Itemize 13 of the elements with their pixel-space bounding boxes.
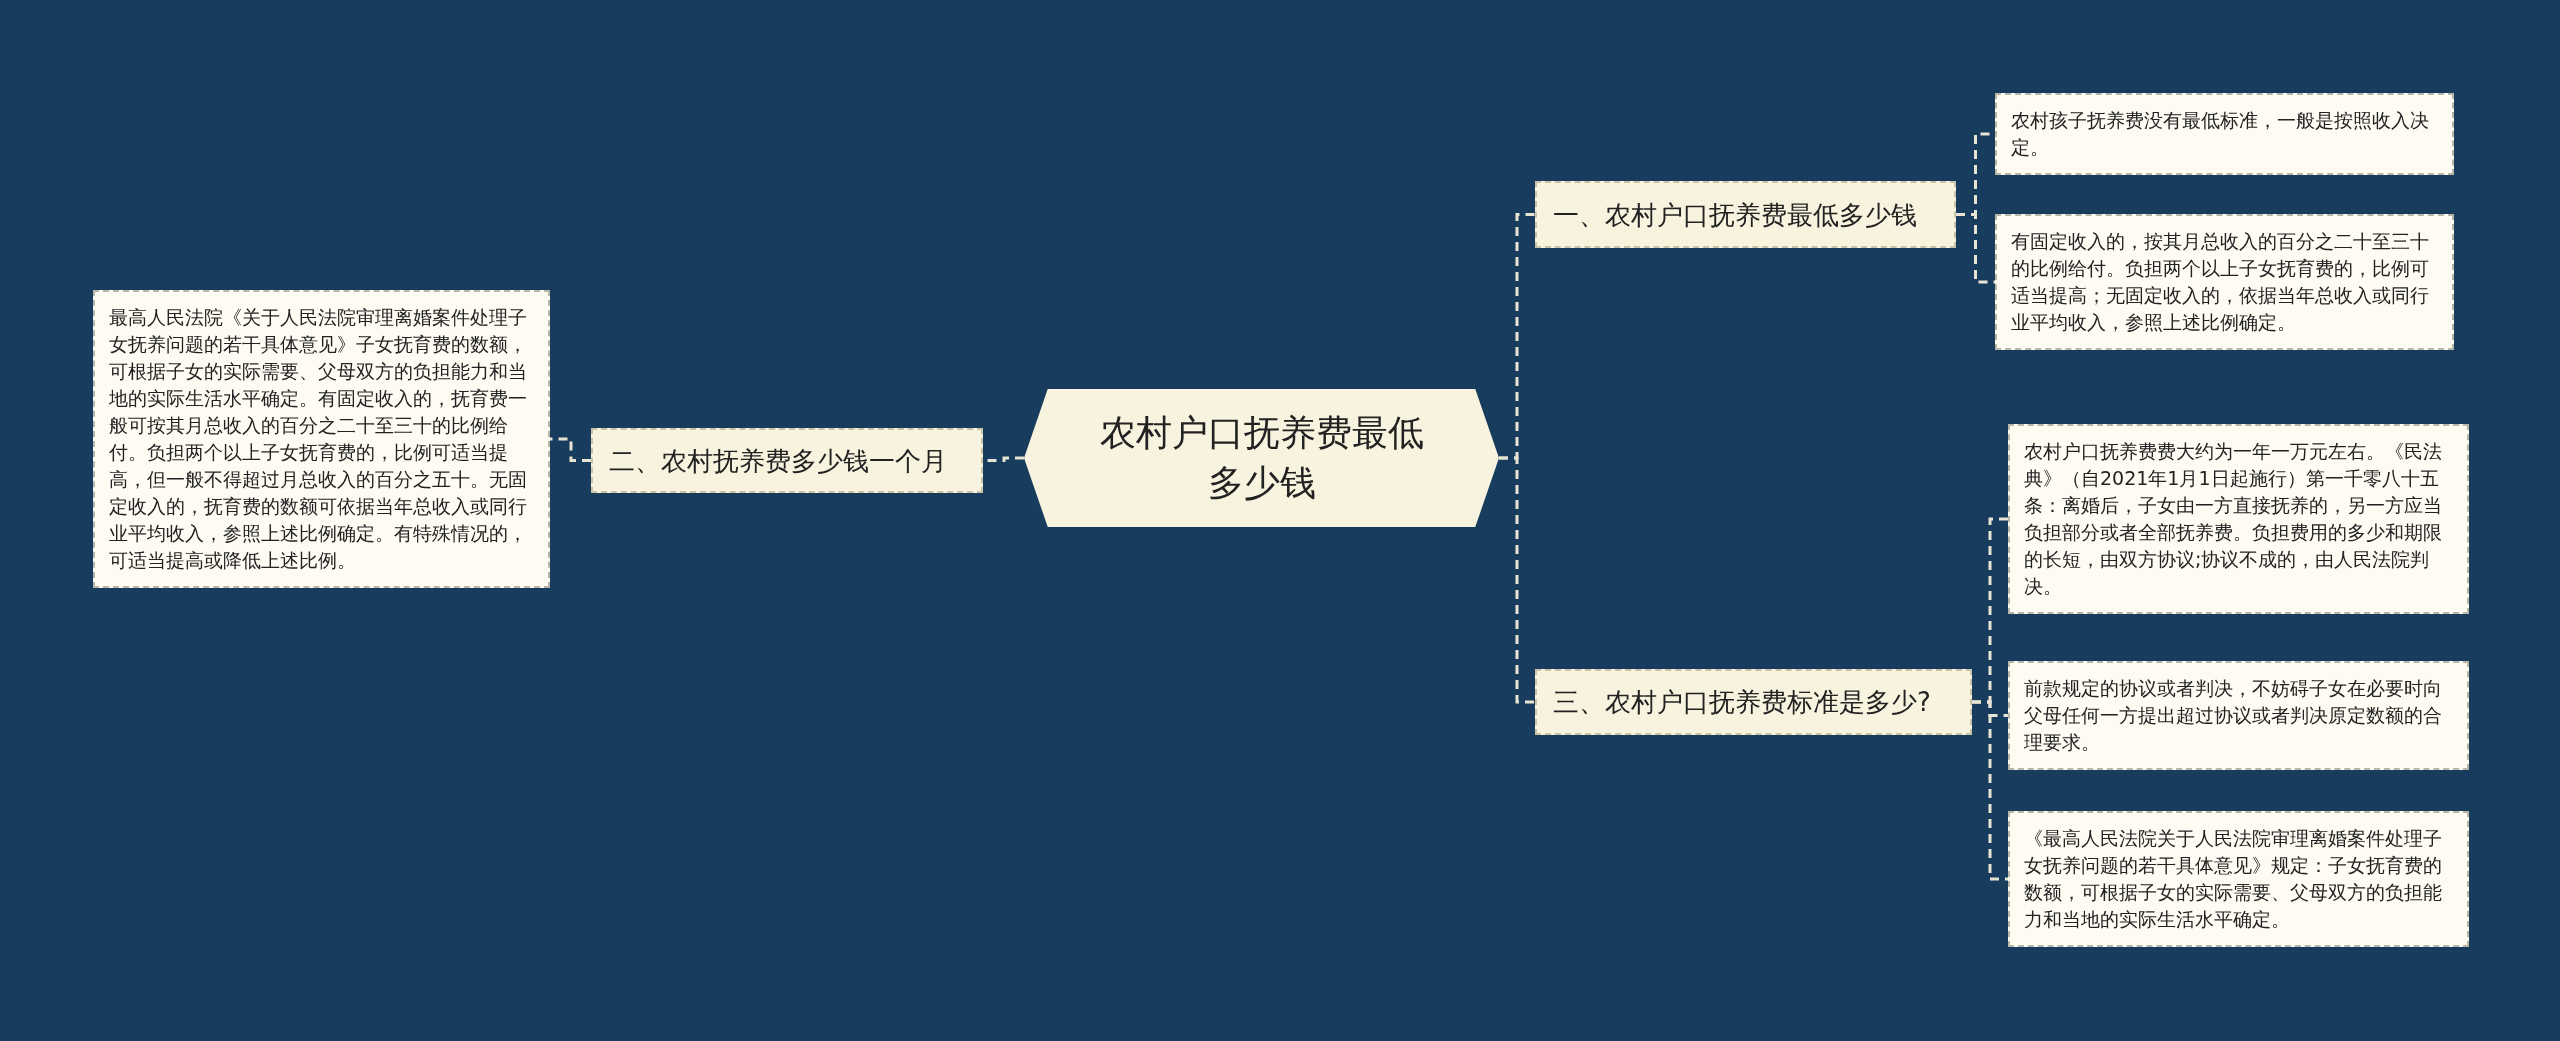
text-card: 农村户口抚养费费大约为一年一万元左右。《民法典》（自2021年1月1日起施行）第一千零八十五条：离婚后，子女由一方直接抚养的，另一方应当负担部分或者全部抚养费。负担费用的多少和期限的长短，由双方协议;协议不成的，由人民法院判决。	[2008, 424, 2469, 614]
topic-box: 一、农村户口抚养费最低多少钱	[1535, 181, 1956, 248]
topic-box: 三、农村户口抚养费标准是多少?	[1535, 669, 1972, 735]
text-card: 农村孩子抚养费没有最低标准，一般是按照收入决定。	[1995, 93, 2454, 175]
text-card: 有固定收入的，按其月总收入的百分之二十至三十的比例给付。负担两个以上子女抚育费的，比例可适当提高；无固定收入的，依据当年总收入或同行业平均收入，参照上述比例确定。	[1995, 214, 2454, 350]
connector-line	[1499, 456, 1535, 704]
connector-line	[1956, 213, 1995, 284]
connector-line	[1972, 700, 2008, 881]
text-card: 最高人民法院《关于人民法院审理离婚案件处理子女抚养问题的若干具体意见》子女抚育费的数额，可根据子女的实际需要、父母双方的负担能力和当地的实际生活水平确定。有固定收入的，抚育费一般可按其月总收入的百分之二十至三十的比例给付。负担两个以上子女抚育费的，比例可适当提高，但一般不得超过月总收入的百分之五十。无固定收入的，抚育费的数额可依据当年总收入或同行业平均收入，参照上述比例确定。有特殊情况的，可适当提高或降低上述比例。	[93, 290, 550, 588]
connector-line	[550, 437, 591, 462]
topic-box: 二、农村抚养费多少钱一个月	[591, 428, 983, 493]
text-card: 前款规定的协议或者判决，不妨碍子女在必要时向父母任何一方提出超过协议或者判决原定数额的合理要求。	[2008, 661, 2469, 770]
text-card: 《最高人民法院关于人民法院审理离婚案件处理子女抚养问题的若干具体意见》规定：子女抚育费的数额，可根据子女的实际需要、父母双方的负担能力和当地的实际生活水平确定。	[2008, 811, 2469, 947]
